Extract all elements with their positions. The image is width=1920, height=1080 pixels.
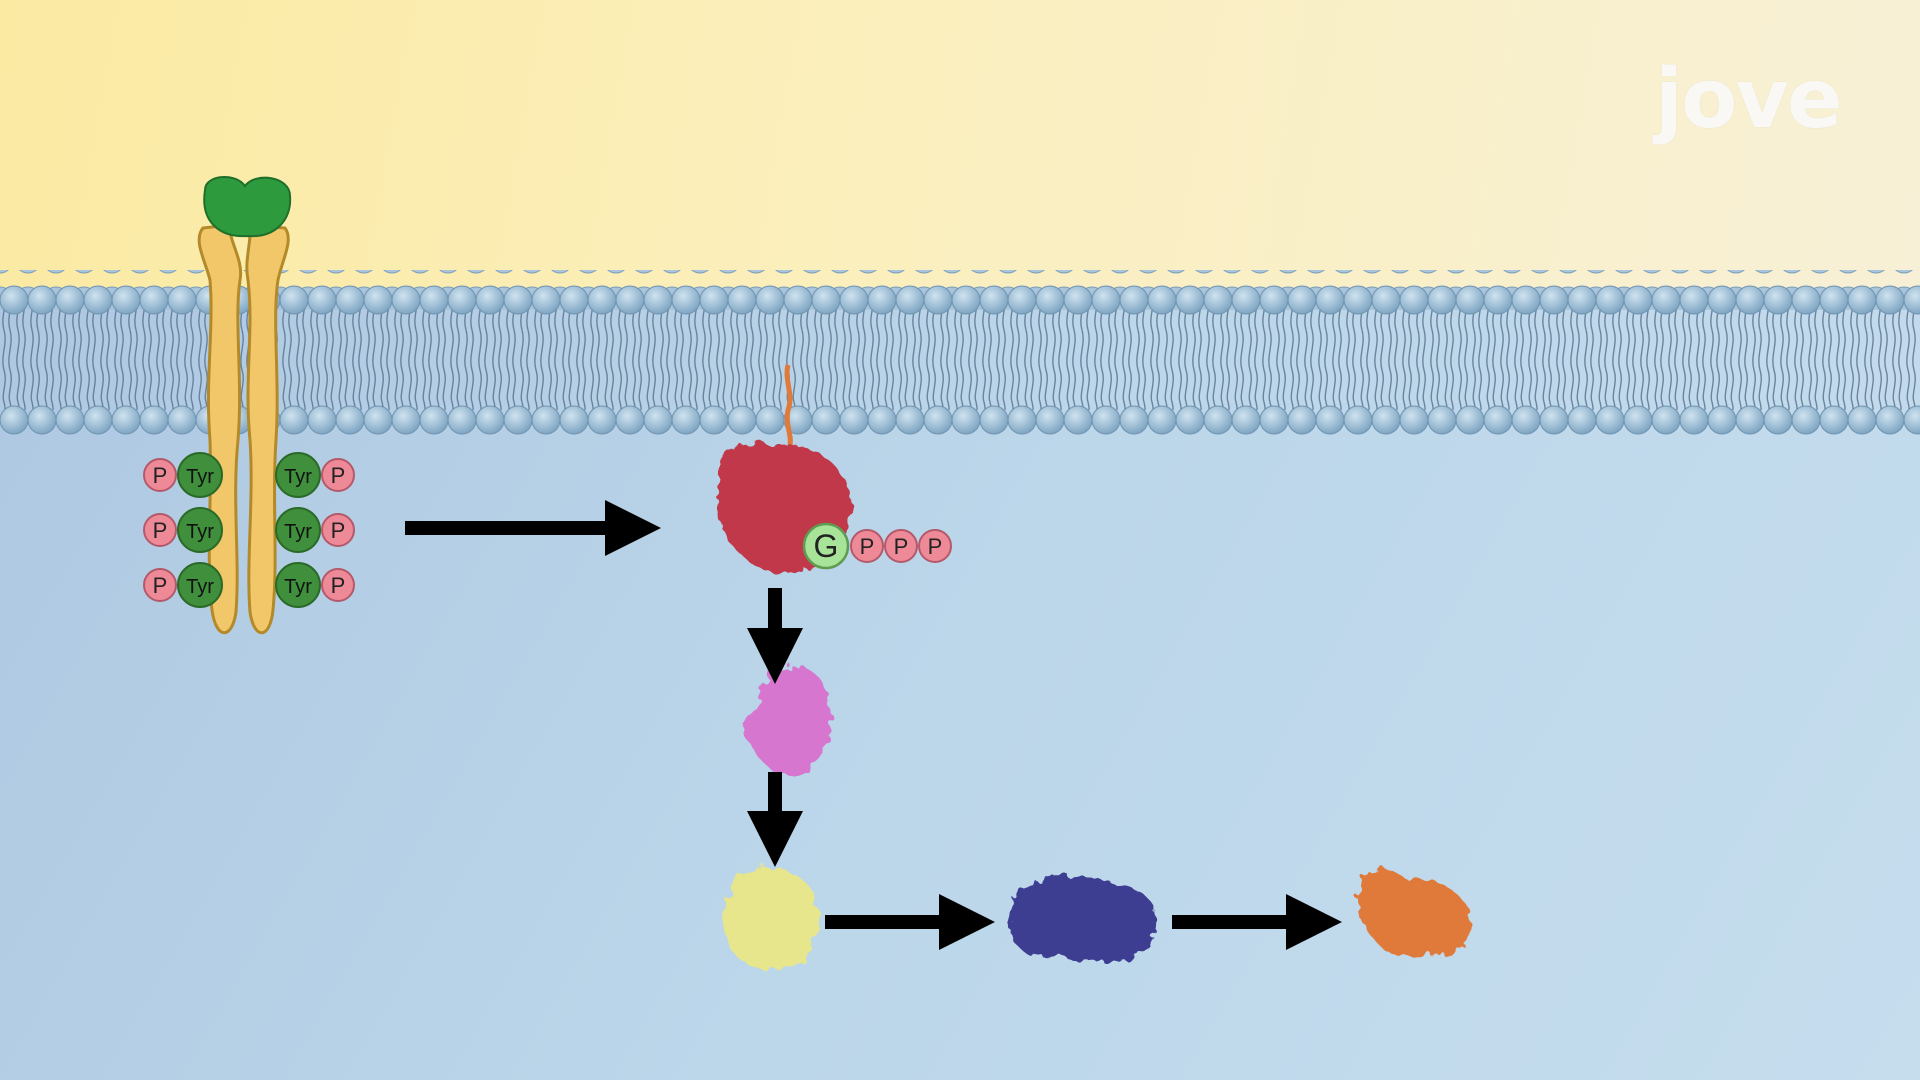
phospho-tyr-left-1: P Tyr <box>143 452 223 498</box>
phospho-tyr-right-1: Tyr P <box>275 452 355 498</box>
erk-protein-icon <box>1009 875 1157 961</box>
phosphate-label: P <box>894 534 909 559</box>
phosphate-label: P <box>928 534 943 559</box>
phosphate-label: P <box>331 573 346 598</box>
phosphate-label: P <box>860 534 875 559</box>
phosphate-label: P <box>153 463 168 488</box>
tyrosine-label: Tyr <box>186 576 214 598</box>
phosphate-label: P <box>331 518 346 543</box>
cell-membrane <box>0 270 1920 445</box>
target-protein-icon <box>1357 868 1471 958</box>
tyrosine-label: Tyr <box>284 466 312 488</box>
phospho-tyr-right-3: Tyr P <box>275 562 355 608</box>
tyrosine-label: Tyr <box>284 521 312 543</box>
phospho-tyr-right-2: Tyr P <box>275 507 355 553</box>
tyrosine-label: Tyr <box>284 576 312 598</box>
ligand-icon <box>203 176 292 238</box>
mek-protein-icon <box>724 867 819 970</box>
arrow-icon <box>405 500 1342 950</box>
extracellular-space <box>0 0 1920 300</box>
phosphate-label: P <box>153 573 168 598</box>
tyrosine-label: Tyr <box>186 466 214 488</box>
phosphate-label: P <box>331 463 346 488</box>
raf-protein-icon <box>742 665 832 775</box>
ras-lipid-anchor <box>784 364 793 446</box>
receptor-left-phosphotyrosines: P Tyr P Tyr P Tyr <box>143 452 223 608</box>
tyrosine-label: Tyr <box>186 521 214 543</box>
guanine-label: G <box>814 528 839 564</box>
gtp-molecule: G P P P <box>802 522 952 570</box>
phosphate-label: P <box>153 518 168 543</box>
phospho-tyr-left-2: P Tyr <box>143 507 223 553</box>
jove-logo: jove <box>1655 52 1843 147</box>
phospho-tyr-left-3: P Tyr <box>143 562 223 608</box>
receptor-right-phosphotyrosines: Tyr P Tyr P Tyr P <box>275 452 355 608</box>
